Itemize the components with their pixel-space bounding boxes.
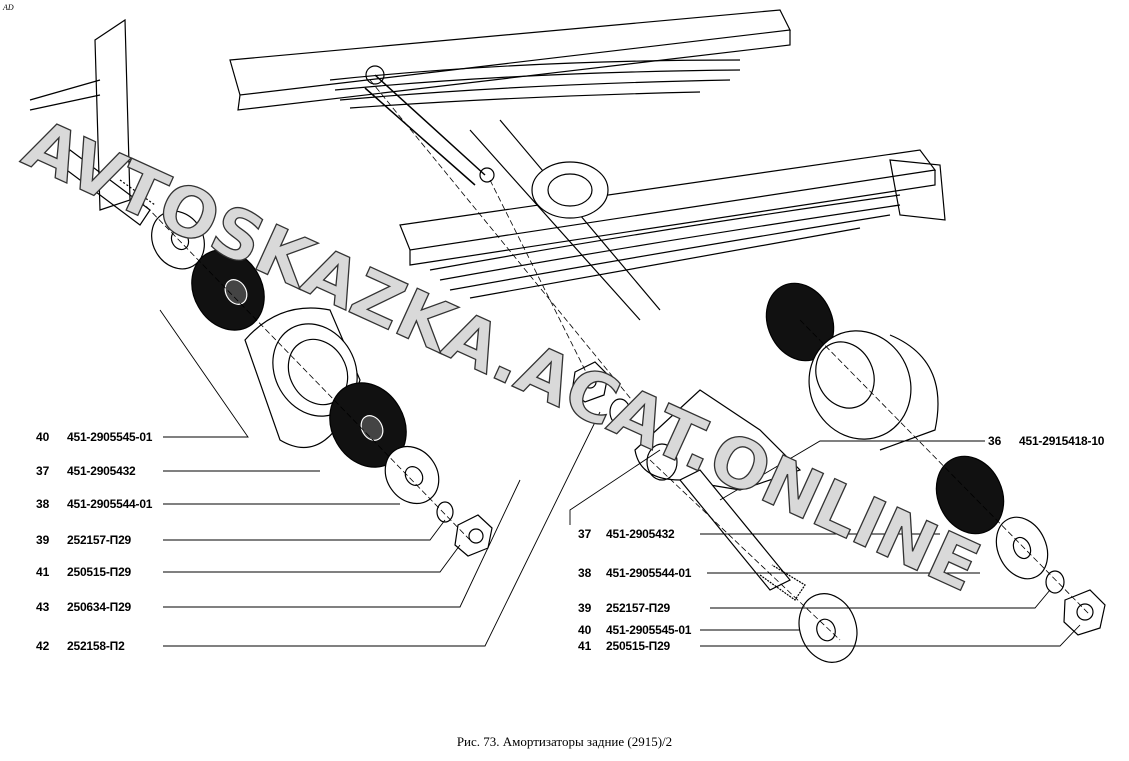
center-nut-43 <box>571 361 609 403</box>
shock-absorber <box>364 65 495 186</box>
axle-housing <box>469 119 661 321</box>
callout-part-code: 451-2905432 <box>67 464 136 478</box>
center-washer-42 <box>609 398 631 426</box>
callout-number: 38 <box>36 497 50 511</box>
callout-number: 38 <box>578 566 592 580</box>
left-shaft <box>59 149 156 226</box>
right-eye-housing <box>808 330 939 451</box>
callout-number: 37 <box>36 464 50 478</box>
callout-number: 43 <box>36 600 50 614</box>
callout-part-code: 250634-П29 <box>67 600 132 614</box>
left-bushing-37-bottom <box>329 382 407 468</box>
callout-number: 39 <box>578 601 592 615</box>
right-bracket-arm <box>634 389 802 491</box>
figure-caption: Рис. 73. Амортизаторы задние (2915)/2 <box>456 734 673 749</box>
frame-rail-upper <box>29 9 791 211</box>
callout-part-code: 252157-П29 <box>606 601 671 615</box>
left-lock-washer-39 <box>436 501 454 523</box>
callout-number: 40 <box>578 623 592 637</box>
callout-number: 37 <box>578 527 592 541</box>
callout-part-code: 451-2905545-01 <box>606 623 692 637</box>
callout-number: 40 <box>36 430 50 444</box>
leaf-spring-lower <box>429 194 901 299</box>
callout-number: 39 <box>36 533 50 547</box>
left-washer-40 <box>151 210 205 270</box>
frame-rail-lower <box>399 149 946 266</box>
callout-number: 36 <box>988 434 1002 448</box>
callout-part-code: 451-2905544-01 <box>67 497 153 511</box>
callout-part-code: 252157-П29 <box>67 533 132 547</box>
callout-part-code: 451-2905545-01 <box>67 430 153 444</box>
leader-lines <box>159 309 1081 647</box>
callout-part-code: 451-2905544-01 <box>606 566 692 580</box>
left-nut-41 <box>454 514 493 557</box>
callout-number: 42 <box>36 639 50 653</box>
callout-number: 41 <box>578 639 592 653</box>
left-bushing-37-top <box>191 249 265 331</box>
corner-mark: AD <box>3 3 14 12</box>
right-lock-washer-39 <box>1045 570 1065 594</box>
right-stud <box>679 469 806 601</box>
assembly-axis-lines <box>139 79 1091 641</box>
callout-number: 41 <box>36 565 50 579</box>
callout-part-code: 451-2915418-10 <box>1019 434 1105 448</box>
leaf-spring-upper <box>329 59 741 109</box>
callout-part-code: 250515-П29 <box>67 565 132 579</box>
callout-part-code: 250515-П29 <box>606 639 671 653</box>
callout-part-code: 252158-П2 <box>67 639 125 653</box>
right-washer-40 <box>798 593 858 663</box>
left-washer-38 <box>384 445 440 505</box>
callout-part-code: 451-2905432 <box>606 527 675 541</box>
right-nut-41 <box>1063 589 1106 636</box>
